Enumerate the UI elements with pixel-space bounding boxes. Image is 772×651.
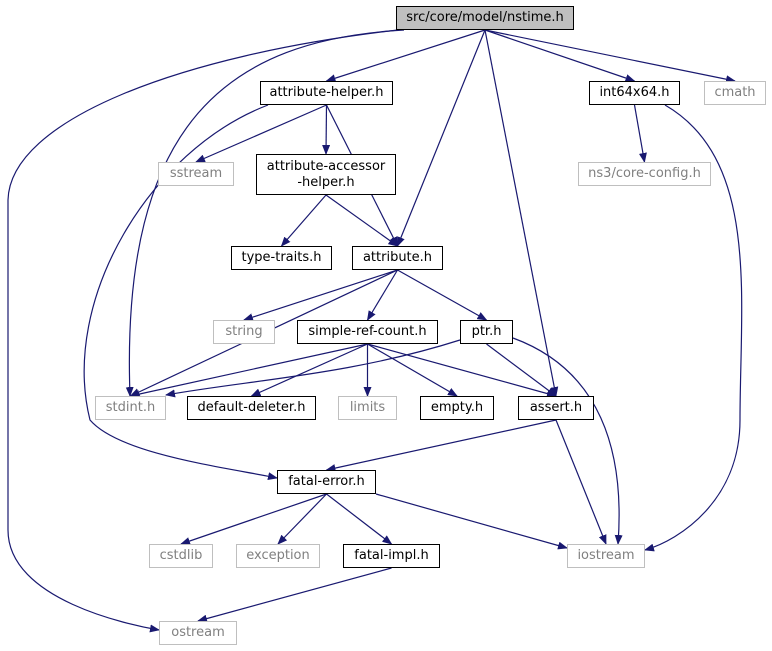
edge-simple-ref-count-to-stdint bbox=[129, 343, 368, 398]
file-node-cstdlib: cstdlib bbox=[149, 544, 213, 568]
edge-ptr-to-stdint bbox=[165, 339, 461, 398]
edge-attribute-helper-to-sstream bbox=[195, 104, 327, 163]
file-node-fatal-impl[interactable]: fatal-impl.h bbox=[343, 544, 440, 568]
edge-attribute-to-ptr bbox=[397, 269, 488, 321]
file-node-fatal-error[interactable]: fatal-error.h bbox=[277, 470, 376, 494]
edge-attribute-accessor-helper-to-attribute bbox=[325, 194, 399, 247]
edge-attribute-accessor-helper-to-type-traits bbox=[280, 194, 327, 247]
edge-simple-ref-count-to-default-deleter bbox=[250, 343, 368, 397]
file-node-iostream: iostream bbox=[567, 544, 645, 568]
file-node-default-deleter[interactable]: default-deleter.h bbox=[187, 396, 316, 420]
edge-fatal-error-to-exception bbox=[277, 493, 327, 545]
edge-attribute-to-simple-ref-count bbox=[366, 269, 399, 321]
edge-fatal-error-to-iostream bbox=[375, 493, 568, 550]
file-node-attribute-helper[interactable]: attribute-helper.h bbox=[260, 81, 393, 105]
edge-root-to-int64x64 bbox=[484, 29, 636, 82]
file-node-limits: limits bbox=[338, 396, 397, 420]
file-node-ns3-core-config: ns3/core-config.h bbox=[578, 162, 711, 186]
file-node-ptr[interactable]: ptr.h bbox=[460, 320, 513, 344]
file-node-assert[interactable]: assert.h bbox=[518, 396, 594, 420]
edge-attribute-to-string bbox=[243, 269, 398, 322]
edge-root-to-assert bbox=[484, 29, 559, 397]
edge-simple-ref-count-to-empty bbox=[367, 343, 458, 397]
edge-fatal-impl-to-ostream bbox=[197, 567, 392, 623]
edge-attribute-helper-to-attribute-accessor-helper bbox=[322, 104, 331, 155]
edge-int64x64-to-ns3-core-config bbox=[633, 104, 647, 163]
file-node-cmath: cmath bbox=[704, 81, 766, 105]
edge-assert-to-iostream bbox=[555, 419, 607, 545]
edge-root-to-cmath bbox=[484, 29, 736, 84]
edge-fatal-error-to-fatal-impl bbox=[326, 493, 393, 545]
edge-fatal-error-to-cstdlib bbox=[180, 493, 327, 545]
file-node-string: string bbox=[213, 320, 275, 344]
file-node-sstream: sstream bbox=[158, 162, 234, 186]
edge-assert-to-fatal-error bbox=[325, 419, 557, 472]
edge-attribute-helper-to-fatal-error bbox=[83, 104, 278, 481]
edge-ptr-to-iostream bbox=[512, 337, 623, 545]
edge-root-to-attribute bbox=[396, 29, 486, 247]
edge-ptr-to-assert bbox=[486, 343, 557, 397]
edge-int64x64-to-iostream bbox=[644, 104, 743, 552]
file-node-empty[interactable]: empty.h bbox=[420, 396, 494, 420]
file-node-type-traits[interactable]: type-traits.h bbox=[231, 246, 332, 270]
file-node-int64x64[interactable]: int64x64.h bbox=[589, 81, 680, 105]
file-node-stdint: stdint.h bbox=[95, 396, 166, 420]
file-node-attribute[interactable]: attribute.h bbox=[352, 246, 443, 270]
file-node-exception: exception bbox=[236, 544, 320, 568]
file-node-attribute-accessor-helper[interactable]: attribute-accessor -helper.h bbox=[256, 154, 396, 195]
root-file-node: src/core/model/nstime.h bbox=[396, 6, 574, 30]
file-node-simple-ref-count[interactable]: simple-ref-count.h bbox=[297, 320, 438, 344]
edge-simple-ref-count-to-assert bbox=[367, 343, 557, 398]
edge-root-to-ostream bbox=[7, 29, 399, 633]
file-node-ostream: ostream bbox=[159, 621, 237, 645]
edge-root-to-attribute-helper bbox=[325, 29, 486, 83]
